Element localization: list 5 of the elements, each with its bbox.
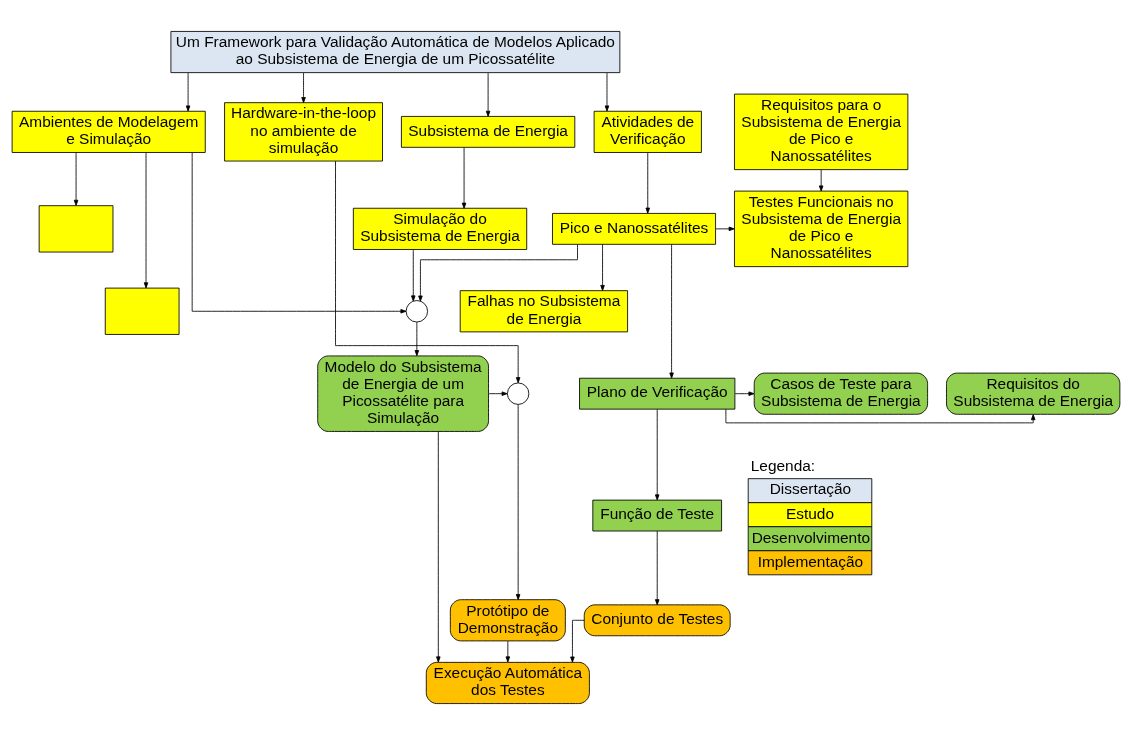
label: Legenda: [750,456,816,474]
legend-label: Implementação [757,552,864,570]
legend-label: Estudo [785,503,835,521]
legend-label: Desenvolvimento [751,528,871,546]
legend-label: Dissertação [769,479,852,497]
